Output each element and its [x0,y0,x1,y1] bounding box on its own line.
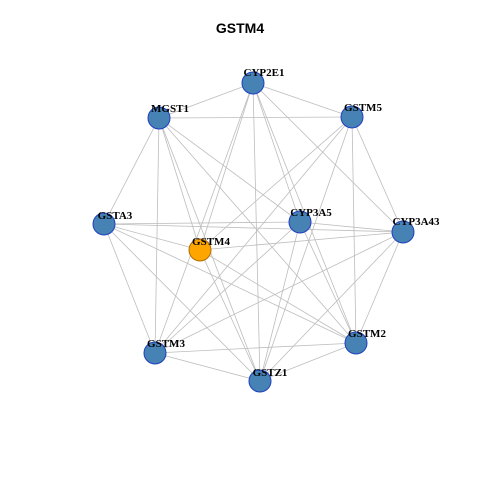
edge-cyp3a5-cyp3a43 [299,221,404,233]
edge-gstm5-gstm4 [199,116,353,251]
node-circle-gstm4 [188,238,212,262]
edge-mgst1-cyp3a5 [158,117,301,223]
edge-cyp3a43-gstm3 [154,231,404,354]
edge-gstm5-mgst1 [158,116,353,119]
node-label-cyp3a5: CYP3A5 [290,207,332,219]
edge-cyp2e1-cyp3a5 [252,82,301,223]
edge-cyp3a5-gstz1 [259,221,301,382]
edge-gstm2-gstz1 [259,342,357,382]
node-gstz1: GSTZ1 [248,367,288,393]
edge-gstm4-gstm2 [199,249,357,344]
node-gstm5: GSTM5 [340,102,382,129]
node-label-gstm4: GSTM4 [192,236,230,248]
edge-cyp3a43-gstm4 [199,231,404,251]
edge-gsta3-gstm3 [103,223,156,354]
node-gstm2: GSTM2 [344,328,386,355]
node-label-gstm3: GSTM3 [147,338,185,350]
node-gstm4: GSTM4 [188,236,230,262]
edge-mgst1-gsta3 [103,117,160,225]
node-circle-gstm3 [143,341,167,365]
edge-gstm3-gstm2 [154,342,357,354]
edge-cyp2e1-gstm3 [154,82,254,354]
edge-gsta3-gstm2 [103,223,357,344]
edge-gsta3-cyp3a5 [103,221,301,225]
node-label-gstz1: GSTZ1 [253,367,288,379]
edge-cyp3a5-gstm3 [154,221,301,354]
edge-cyp3a5-gstm2 [299,221,357,344]
node-label-cyp2e1: CYP2E1 [244,67,285,79]
edge-mgst1-gstm4 [158,117,201,251]
edge-cyp2e1-gstm4 [199,82,254,251]
node-circle-mgst1 [147,106,171,130]
edge-mgst1-gstm3 [154,117,160,354]
node-cyp3a5: CYP3A5 [288,207,332,234]
node-circle-gstm2 [344,331,368,355]
plot-title: GSTM4 [215,20,265,36]
node-gsta3: GSTA3 [92,210,133,236]
edge-gstm3-gstz1 [154,352,261,382]
node-mgst1: MGST1 [147,103,189,130]
edge-cyp2e1-gstm5 [252,82,353,118]
node-label-mgst1: MGST1 [151,103,189,115]
node-circle-gstm5 [340,105,364,129]
edge-layer [103,82,404,382]
edge-gstm4-gstz1 [199,249,261,382]
edge-cyp3a43-gstz1 [259,231,404,382]
edge-cyp3a43-gstm2 [355,231,404,344]
edge-gsta3-gstz1 [103,223,261,382]
edge-mgst1-gstm2 [158,117,357,344]
node-label-gsta3: GSTA3 [98,210,133,222]
node-gstm3: GSTM3 [143,338,185,365]
node-circle-cyp2e1 [241,71,265,95]
node-cyp3a43: CYP3A43 [391,216,440,244]
edge-gstm5-gstz1 [259,116,353,382]
edge-gstm5-cyp3a43 [351,116,404,233]
edge-gstm5-gstm3 [154,116,353,354]
node-circle-gsta3 [92,212,116,236]
node-circle-cyp3a43 [391,220,415,244]
node-label-gstm5: GSTM5 [344,102,382,114]
edge-gstm5-gstm2 [351,116,357,344]
edge-gsta3-gstm4 [103,223,201,251]
node-label-cyp3a43: CYP3A43 [392,216,440,228]
node-circle-gstz1 [248,369,272,393]
edge-cyp2e1-cyp3a43 [252,82,404,233]
node-cyp2e1: CYP2E1 [241,67,285,95]
edge-cyp2e1-mgst1 [158,82,254,119]
node-circle-cyp3a5 [288,210,312,234]
node-label-gstm2: GSTM2 [348,328,386,340]
edge-gsta3-cyp3a43 [103,223,404,233]
